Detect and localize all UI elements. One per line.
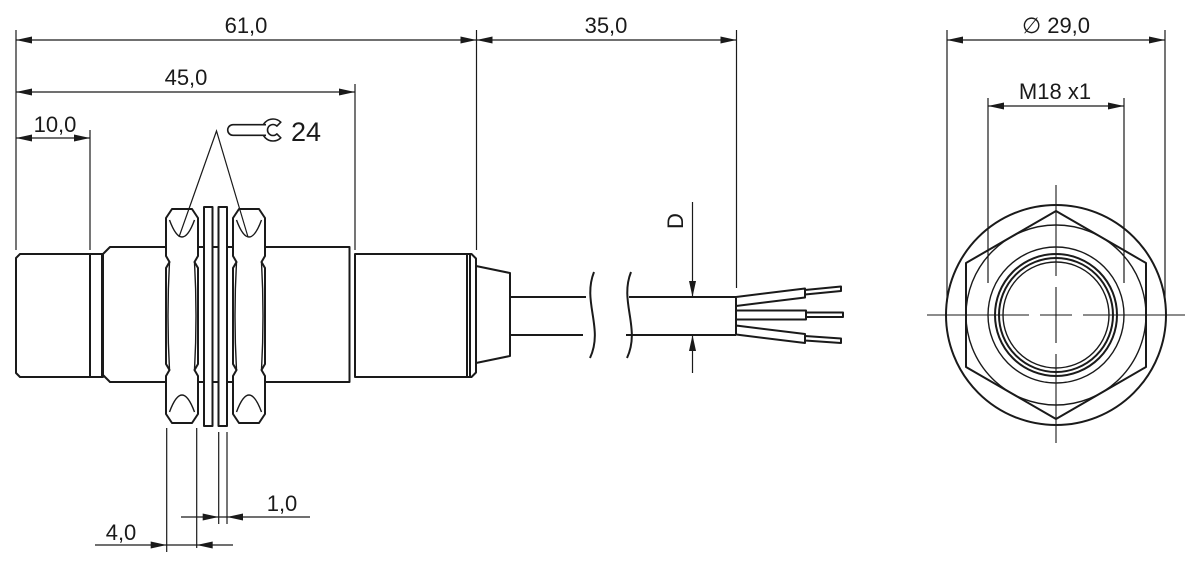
dim-label-61: 61,0 — [225, 13, 268, 38]
centerlines — [927, 185, 1185, 443]
wire-middle — [735, 309, 807, 321]
threaded-barrel — [102, 246, 351, 383]
dim-label-M18: M18 x1 — [1019, 79, 1091, 104]
wrench-icon — [226, 118, 282, 142]
clamp-nut-front — [165, 208, 199, 424]
wire-bottom — [735, 324, 806, 344]
dim-label-24: 24 — [291, 117, 321, 147]
dim-label-4: 4,0 — [106, 520, 137, 545]
front-view — [927, 185, 1185, 443]
wire-top-conductor — [804, 285, 842, 296]
wire-middle-conductor — [805, 311, 844, 318]
dim-label-35: 35,0 — [585, 13, 628, 38]
dim-label-45: 45,0 — [165, 65, 208, 90]
cable-break-line-1 — [589, 271, 596, 359]
dim-tip-length: 10,0 — [16, 112, 91, 250]
side-view — [15, 206, 844, 427]
cable-break-line-2 — [626, 271, 633, 359]
dim-label-10: 10,0 — [34, 112, 77, 137]
wire-top — [735, 287, 806, 307]
washer-1 — [203, 206, 214, 427]
end-cap — [466, 253, 477, 378]
sensing-face — [15, 253, 91, 378]
dim-label-D: D — [663, 213, 688, 229]
cable — [510, 271, 737, 359]
wires — [735, 285, 844, 344]
dim-thread-length: 45,0 — [16, 65, 356, 250]
dim-nut-thickness: 4,0 — [95, 428, 233, 552]
dim-overall-length: 61,0 — [15, 13, 478, 250]
dim-cable-diameter: D — [663, 202, 696, 373]
dim-thread-spec: M18 x1 — [987, 79, 1125, 283]
callout-wrench-size: 24 — [178, 117, 321, 238]
dim-outer-diameter: ∅ 29,0 — [946, 13, 1166, 302]
leader-lines — [178, 129, 249, 238]
dim-washer-thickness: 1,0 — [181, 432, 310, 524]
washer-2 — [217, 206, 228, 427]
clamp-nut-rear — [232, 208, 266, 424]
cable-gland-cone — [475, 265, 511, 364]
dim-label-29: ∅ 29,0 — [1022, 13, 1090, 38]
washers — [203, 206, 228, 427]
dim-label-1: 1,0 — [267, 491, 298, 516]
dim-cable-length: 35,0 — [476, 13, 738, 288]
rear-housing — [354, 253, 468, 378]
wire-bottom-conductor — [804, 335, 842, 344]
